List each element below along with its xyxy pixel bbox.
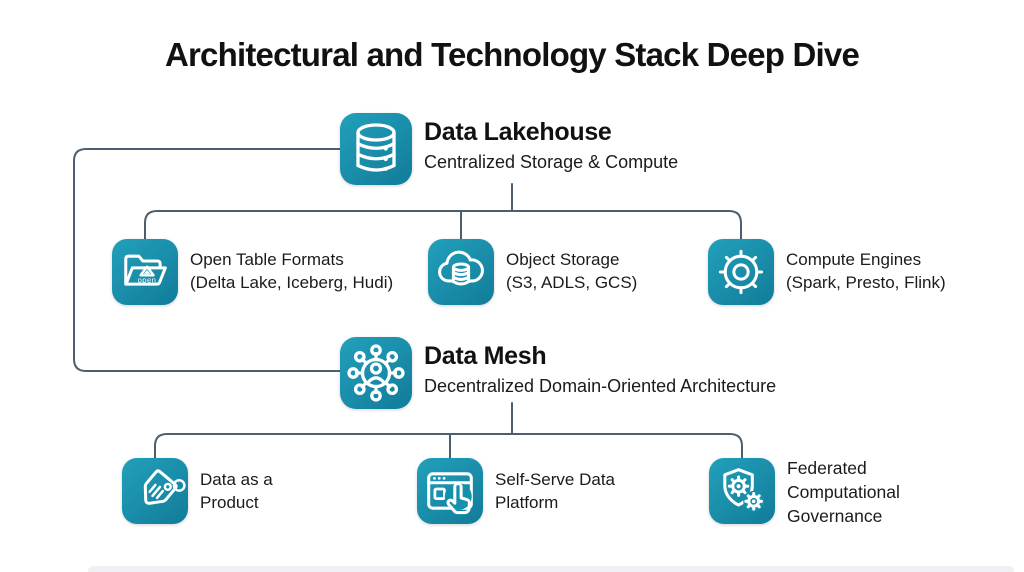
mesh-network-icon xyxy=(340,337,412,409)
mesh-title: Data Mesh xyxy=(424,342,547,370)
open-folder-label: open xyxy=(138,275,157,284)
federated-governance-line1: Federated xyxy=(787,458,867,478)
cropped-bottom-element xyxy=(88,566,1014,572)
self-serve-platform-line2: Platform xyxy=(495,493,559,512)
lakehouse-subtitle: Centralized Storage & Compute xyxy=(424,152,679,172)
gear-icon xyxy=(708,239,774,305)
open-table-formats-line1: Open Table Formats xyxy=(190,250,344,269)
shield-gear-icon xyxy=(709,458,775,524)
page-title: Architectural and Technology Stack Deep … xyxy=(164,36,860,73)
data-as-product-line2: Product xyxy=(200,493,259,512)
lakehouse-node: Data Lakehouse Centralized Storage & Com… xyxy=(424,117,678,174)
federated-governance-node: Federated Computational Governance xyxy=(787,456,900,528)
object-storage-line2: (S3, ADLS, GCS) xyxy=(506,273,638,292)
self-serve-platform-line1: Self-Serve Data xyxy=(495,470,615,489)
open-table-formats-node: Open Table Formats (Delta Lake, Iceberg,… xyxy=(190,248,393,294)
connector-row2-rail xyxy=(154,433,743,460)
mesh-subtitle: Decentralized Domain-Oriented Architectu… xyxy=(424,376,777,396)
database-icon xyxy=(340,113,412,185)
object-storage-node: Object Storage (S3, ADLS, GCS) xyxy=(506,248,637,294)
connector-lakehouse-to-mesh xyxy=(73,148,342,372)
compute-engines-line2: (Spark, Presto, Flink) xyxy=(786,273,946,292)
compute-engines-line1: Compute Engines xyxy=(786,250,922,269)
self-serve-platform-node: Self-Serve Data Platform xyxy=(495,468,615,514)
federated-governance-line3: Governance xyxy=(787,506,883,526)
price-tag-icon xyxy=(122,458,188,524)
cloud-database-icon xyxy=(428,239,494,305)
open-table-formats-line2: (Delta Lake, Iceberg, Hudi) xyxy=(190,273,394,292)
browser-tap-icon xyxy=(417,458,483,524)
data-as-product-node: Data as a Product xyxy=(200,468,273,514)
object-storage-line1: Object Storage xyxy=(506,250,620,269)
federated-governance-line2: Computational xyxy=(787,482,900,502)
compute-engines-node: Compute Engines (Spark, Presto, Flink) xyxy=(786,248,946,294)
connector-row1-rail xyxy=(144,210,742,241)
open-folder-icon: open xyxy=(112,239,178,305)
mesh-node: Data Mesh Decentralized Domain-Oriented … xyxy=(424,341,776,398)
data-as-product-line1: Data as a xyxy=(200,470,273,489)
lakehouse-title: Data Lakehouse xyxy=(424,118,612,146)
